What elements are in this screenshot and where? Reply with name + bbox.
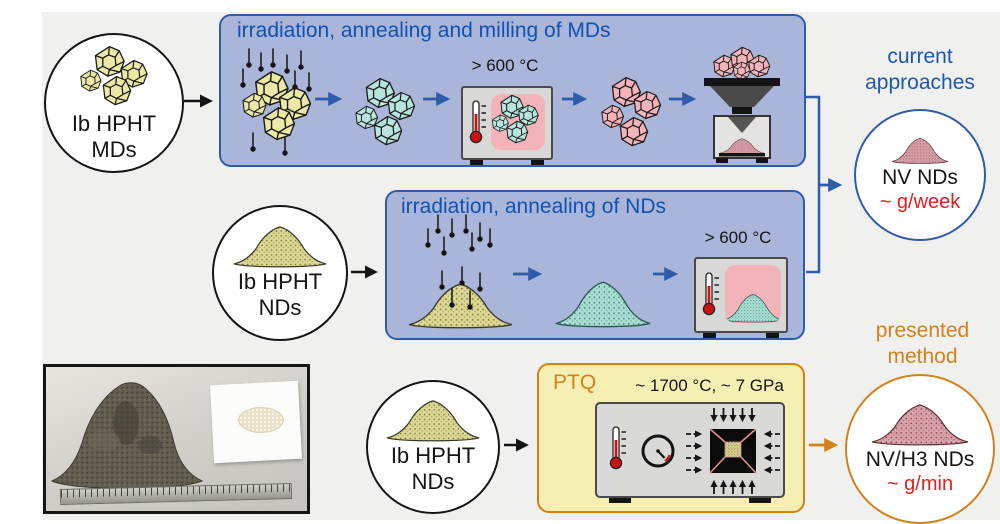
thermometer-icon xyxy=(702,272,720,316)
circle-label-line1: Ib HPHT xyxy=(71,111,157,136)
circle-label-line1: Ib HPHT xyxy=(390,443,476,468)
step-arrow-icon xyxy=(669,92,697,106)
source-circle-nds-mid: Ib HPHT NDs xyxy=(212,205,348,341)
teal-pile-in-oven-icon xyxy=(725,293,781,323)
anvil-press-icon xyxy=(686,408,780,494)
box-annealing-title: irradiation, annealing of NDs xyxy=(401,195,666,218)
yellow-powder-pile-icon xyxy=(233,226,327,268)
step-arrow-icon xyxy=(315,92,343,106)
irradiated-powder-pile-icon xyxy=(408,214,513,329)
pink-diamond-cluster-icon xyxy=(601,76,662,147)
photo-of-powder-and-ruler xyxy=(43,364,310,514)
teal-powder-pile-icon xyxy=(555,281,651,328)
oven-temp-label: > 600 °C xyxy=(704,228,772,247)
caption-line2: method xyxy=(887,345,958,368)
step-arrow-icon xyxy=(653,267,679,281)
step-arrow-icon xyxy=(562,92,588,106)
thermometer-icon xyxy=(609,426,627,470)
circle-label-line1: Ib HPHT xyxy=(237,269,323,294)
oven-temp-label: > 600 °C xyxy=(471,56,539,75)
pressure-gauge-icon xyxy=(641,434,675,468)
source-circle-nds-bottom: Ib HPHT NDs xyxy=(366,380,500,514)
outcome-circle-nv-nds: NV NDs ~ g/week xyxy=(854,109,986,241)
thermometer-icon xyxy=(469,100,487,144)
product-label: NV/H3 NDs xyxy=(865,447,975,471)
circle-label-line2: MDs xyxy=(91,137,137,162)
arrow-ptq-to-outcome xyxy=(809,438,839,452)
process-box-ptq: PTQ ~ 1700 °C, ~ 7 GPa xyxy=(537,363,805,513)
process-box-annealing: irradiation, annealing of NDs > 600 °C xyxy=(385,190,805,340)
step-arrow-icon xyxy=(513,267,543,281)
product-label: NV NDs xyxy=(882,165,958,189)
rate-label: ~ g/week xyxy=(879,190,961,213)
pink-powder-pile-icon xyxy=(871,403,969,445)
arrow-nds-to-ptq xyxy=(504,438,529,452)
bracket-icon xyxy=(806,95,843,274)
large-powder-pile-photo xyxy=(50,382,204,489)
rate-label: ~ g/min xyxy=(886,472,954,495)
ptq-title: PTQ xyxy=(553,371,597,394)
presented-method-caption: presented method xyxy=(850,318,995,370)
process-box-milling: irradiation, annealing and milling of MD… xyxy=(219,14,806,167)
oven-icon xyxy=(461,86,553,165)
step-arrow-icon xyxy=(423,92,451,106)
source-circle-mds: Ib HPHT MDs xyxy=(44,33,184,173)
small-powder-sample xyxy=(238,407,284,433)
caption-line2: approaches xyxy=(865,71,975,94)
oven-icon xyxy=(694,257,788,338)
circle-label-line2: NDs xyxy=(411,469,455,494)
outcome-circle-nvh3-nds: NV/H3 NDs ~ g/min xyxy=(845,374,995,524)
caption-line1: presented xyxy=(875,319,970,342)
box-milling-title: irradiation, annealing and milling of MD… xyxy=(237,19,611,42)
press-machine xyxy=(595,402,785,503)
arrow-nds-to-box xyxy=(351,265,378,279)
yellow-diamond-cluster-icon xyxy=(80,45,148,106)
ptq-conditions-label: ~ 1700 °C, ~ 7 GPa xyxy=(635,376,784,395)
teal-diamond-cluster-icon xyxy=(355,77,416,146)
oven-chamber xyxy=(725,265,781,323)
pink-powder-pile-icon xyxy=(891,137,949,164)
circle-label-line2: NDs xyxy=(258,295,302,320)
yellow-powder-pile-icon xyxy=(386,400,480,442)
teal-diamonds-in-oven-icon xyxy=(492,94,539,144)
mill-icon xyxy=(704,46,780,163)
caption-line1: current xyxy=(887,45,953,68)
current-approaches-caption: current approaches xyxy=(845,44,995,96)
irradiated-diamonds-icon xyxy=(239,48,313,157)
arrow-mds-to-box xyxy=(184,94,213,108)
oven-chamber xyxy=(491,94,545,150)
